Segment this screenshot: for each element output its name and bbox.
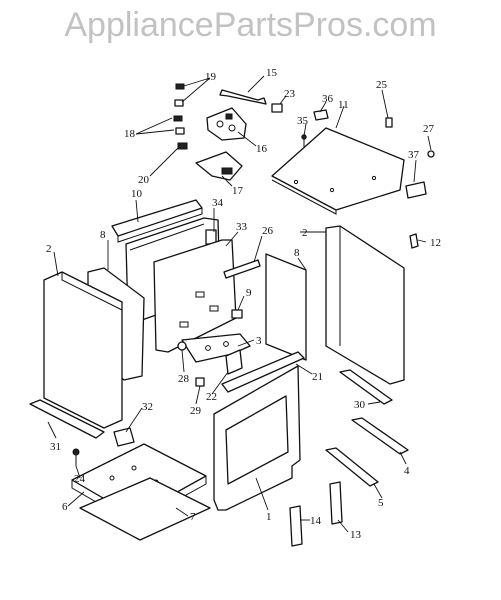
callout-12: 12 xyxy=(430,237,441,249)
part-7-base-plate xyxy=(79,477,211,541)
callout-24: 24 xyxy=(74,473,86,485)
callout-36: 36 xyxy=(322,93,334,105)
callout-19: 19 xyxy=(205,71,217,83)
callout-29: 29 xyxy=(190,405,202,417)
callout-2-right: 2 xyxy=(302,227,308,239)
callout-21: 21 xyxy=(312,371,323,383)
part-2-right-side xyxy=(325,225,405,385)
part-9-clip xyxy=(231,309,243,319)
part-36-block xyxy=(313,109,329,121)
callout-18: 18 xyxy=(124,128,136,140)
leader-lines xyxy=(47,75,432,533)
callout-5: 5 xyxy=(378,497,384,509)
callout-8-right: 8 xyxy=(294,247,300,259)
callout-35: 35 xyxy=(297,115,309,127)
callout-32: 32 xyxy=(142,401,153,413)
part-22-bracket xyxy=(225,349,243,375)
callout-26: 26 xyxy=(262,225,274,237)
callout-33: 33 xyxy=(236,221,248,233)
callout-15: 15 xyxy=(266,67,278,79)
part-27-screw xyxy=(427,150,435,158)
callout-34: 34 xyxy=(212,197,224,209)
callout-23: 23 xyxy=(284,88,296,100)
callout-16: 16 xyxy=(256,143,268,155)
callout-3: 3 xyxy=(256,335,262,347)
callout-17: 17 xyxy=(232,185,244,197)
part-1-front-frame xyxy=(213,365,301,511)
callout-13: 13 xyxy=(350,529,362,541)
part-29-nut xyxy=(195,377,205,387)
callout-27: 27 xyxy=(423,123,435,135)
callout-8-left: 8 xyxy=(100,229,106,241)
part-13-hinge xyxy=(329,481,343,525)
part-24-screw xyxy=(72,448,80,466)
part-4-rail xyxy=(351,417,409,455)
part-17-mount-bracket xyxy=(195,151,243,181)
part-23-block xyxy=(271,103,283,113)
part-32-bracket xyxy=(113,427,135,447)
part-5-rail xyxy=(325,447,379,487)
part-30-rail xyxy=(339,369,393,405)
part-16-bracket-assembly xyxy=(206,107,247,141)
callout-22: 22 xyxy=(206,391,217,403)
part-18-19-clips xyxy=(173,83,185,135)
part-10-rail xyxy=(111,199,203,243)
part-12-bracket xyxy=(409,233,419,249)
callout-10: 10 xyxy=(131,188,143,200)
part-25-clip xyxy=(385,117,393,128)
callout-4: 4 xyxy=(404,465,410,477)
callout-6: 6 xyxy=(62,501,68,513)
callout-11: 11 xyxy=(338,99,349,111)
part-15-top-bracket xyxy=(219,89,267,105)
callout-labels: 19 15 23 36 11 25 18 35 27 16 37 20 17 1… xyxy=(46,67,441,541)
callout-25: 25 xyxy=(376,79,388,91)
site-watermark: AppliancePartsPros.com xyxy=(64,6,437,44)
callout-28: 28 xyxy=(178,373,190,385)
part-26-bar xyxy=(223,259,261,279)
callout-30: 30 xyxy=(354,399,366,411)
part-37-tab xyxy=(405,181,427,199)
callout-14: 14 xyxy=(310,515,322,527)
part-2-left-side xyxy=(43,271,123,429)
callout-37: 37 xyxy=(408,149,420,161)
callout-20: 20 xyxy=(138,174,150,186)
callout-1: 1 xyxy=(266,511,272,523)
part-31-rail xyxy=(29,399,105,439)
part-8-right-panel xyxy=(265,253,307,361)
callout-2-left: 2 xyxy=(46,243,52,255)
part-28-nut xyxy=(177,341,187,351)
part-11-top-panel xyxy=(271,127,405,215)
callout-31: 31 xyxy=(50,441,61,453)
part-14-hinge xyxy=(289,505,303,547)
part-21-rail xyxy=(221,351,305,393)
part-3-brace xyxy=(181,333,251,363)
part-20-clip xyxy=(177,142,188,150)
callout-7: 7 xyxy=(190,511,196,523)
callout-9: 9 xyxy=(246,287,252,299)
